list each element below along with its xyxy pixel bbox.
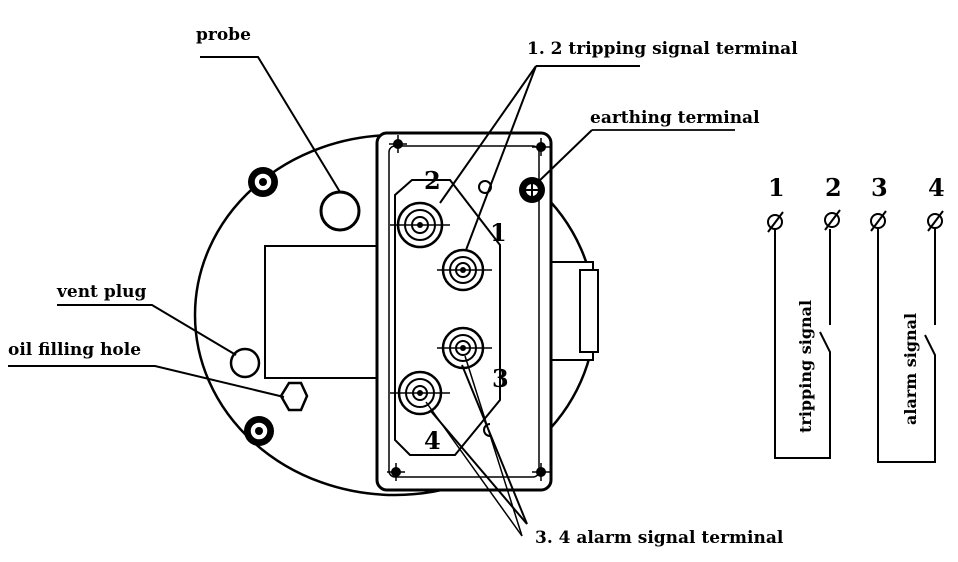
tripping-signal-label: tripping signal	[796, 300, 815, 433]
wiring-header-4: 4	[928, 173, 945, 202]
callout-vent-plug: vent plug	[56, 282, 237, 356]
corner-screw-icon	[532, 463, 550, 481]
small-hole	[483, 423, 491, 437]
terminal-box-inner	[388, 145, 540, 478]
oil-filling-hole-port	[279, 381, 309, 412]
svg-text:oil filling hole: oil filling hole	[8, 340, 141, 360]
callout-oil-filling-hole: oil filling hole	[8, 340, 285, 398]
wiring-header-3: 3	[871, 173, 888, 202]
svg-text:earthing terminal: earthing terminal	[590, 108, 760, 128]
svg-text:vent plug: vent plug	[56, 282, 147, 302]
terminal-number-2: 2	[424, 166, 441, 195]
terminal-post-1	[437, 248, 492, 292]
terminal-post-4	[390, 370, 450, 416]
terminal-symbol-icon	[824, 209, 841, 231]
corner-screw-icon	[389, 135, 407, 153]
terminal-number-1: 1	[490, 218, 507, 247]
terminal-number-4: 4	[424, 426, 441, 455]
callout-alarm-terminal: 3. 4 alarm signal terminal	[425, 355, 784, 548]
svg-text:3. 4 alarm signal terminal: 3. 4 alarm signal terminal	[535, 528, 784, 548]
mount-bolt-top	[248, 167, 278, 197]
terminal-post-2	[390, 201, 450, 249]
terminal-plate	[394, 179, 501, 456]
vent-plug-port	[229, 347, 261, 379]
alarm-signal-circuit	[877, 228, 936, 463]
corner-screw-icon	[532, 138, 550, 156]
terminal-post-3	[437, 326, 492, 370]
callout-tripping-terminal: 1. 2 tripping signal terminal	[439, 39, 798, 251]
callout-probe: probe	[196, 25, 341, 193]
relay-housing	[193, 133, 597, 497]
probe-port	[319, 190, 361, 232]
tripping-signal-circuit	[774, 229, 831, 459]
center-block	[264, 245, 378, 379]
earthing-bolt-icon	[519, 177, 545, 203]
svg-text:probe: probe	[196, 25, 251, 45]
wiring-header-1: 1	[768, 173, 785, 202]
svg-text:1. 2 tripping signal terminal: 1. 2 tripping signal terminal	[527, 39, 798, 59]
wiring-schematic: 1 2 3 4 tripping signal alarm signal	[767, 173, 945, 463]
mount-bolt-bottom	[244, 416, 274, 446]
wiring-header-2: 2	[825, 173, 842, 202]
side-connector	[544, 261, 599, 361]
terminal-box: 2 1 3 4	[375, 131, 553, 492]
terminal-number-3: 3	[492, 364, 509, 393]
callout-earthing-terminal: earthing terminal	[535, 108, 760, 185]
alarm-signal-label: alarm signal	[901, 313, 920, 425]
corner-screw-icon	[387, 463, 405, 481]
